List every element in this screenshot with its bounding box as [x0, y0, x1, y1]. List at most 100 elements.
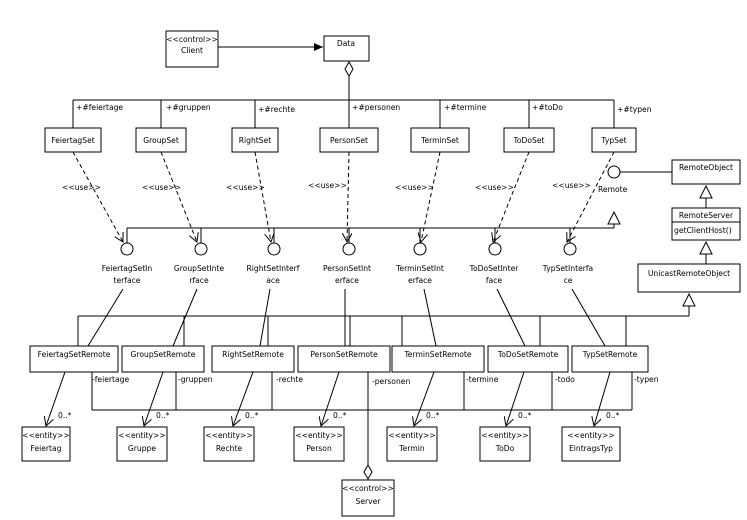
entity-assoc-todo [506, 371, 525, 426]
interface-typset[interactable] [563, 242, 577, 256]
interface-todoset[interactable] [488, 242, 502, 256]
class-typsetremote[interactable]: TypSetRemote [571, 345, 649, 373]
role-label-gruppen: +#gruppen [166, 103, 211, 112]
use-label-6: <<use>> [475, 183, 514, 192]
class-rightsetremote[interactable]: RightSetRemote [211, 345, 295, 373]
multiplicity-todo: 0..* [518, 411, 532, 420]
class-terminset[interactable]: TerminSet [410, 127, 470, 153]
entity-feiertag[interactable]: <<entity>> Feiertag [21, 426, 71, 462]
remote-role-gruppen: -gruppen [178, 375, 213, 384]
entity-eintragstyp[interactable]: <<entity>> EintragsTyp [561, 426, 621, 462]
entity-rechte[interactable]: <<entity>> Rechte [203, 426, 255, 462]
interface-todoset-label-1: ToDoSetInter [469, 264, 520, 273]
entity-person-name: Person [306, 444, 332, 453]
class-rightset[interactable]: RightSet [231, 127, 279, 153]
class-typset[interactable]: TypSet [591, 127, 637, 153]
class-todosetremote[interactable]: ToDoSetRemote [487, 345, 569, 373]
class-feiertagsetremote[interactable]: FeiertagSetRemote [29, 345, 119, 373]
class-remoteobject-name: RemoteObject [679, 163, 733, 172]
entity-todo-stereotype: <<entity>> [481, 431, 529, 440]
realization-todo [496, 288, 526, 347]
realization-termin [423, 288, 437, 347]
remote-interface-label: Remote [598, 185, 628, 194]
class-rightsetremote-name: RightSetRemote [222, 350, 284, 359]
entity-todo-name: ToDo [495, 444, 515, 453]
remote-role-todo: -todo [555, 375, 575, 384]
class-remoteserver[interactable]: RemoteServer getClientHost() [671, 207, 741, 241]
class-unicastremoteobject[interactable]: UnicastRemoteObject [637, 263, 741, 293]
interface-todoset-label-2: face [486, 276, 503, 285]
use-label-7: <<use>> [552, 181, 591, 190]
use-label-1: <<use>> [62, 183, 101, 192]
class-personsetremote[interactable]: PersonSetRemote [297, 345, 391, 373]
interface-terminset[interactable] [413, 242, 427, 256]
interface-terminset-label-2: erface [408, 276, 432, 285]
interface-typset-label-2: ce [564, 276, 573, 285]
interface-groupset-label-2: rface [189, 276, 209, 285]
remote-role-typen: -typen [634, 375, 659, 384]
class-todoset[interactable]: ToDoSet [503, 127, 555, 153]
interface-feiertagset[interactable] [120, 242, 134, 256]
entity-rechte-stereotype: <<entity>> [205, 431, 253, 440]
entity-gruppe-stereotype: <<entity>> [118, 431, 166, 440]
role-label-feiertage: +#feiertage [76, 103, 123, 112]
realization-right [259, 288, 271, 347]
entity-todo[interactable]: <<entity>> ToDo [479, 426, 531, 462]
role-label-termine: +#termine [444, 103, 487, 112]
data-aggregation-diamond [344, 60, 354, 78]
server-class[interactable]: <<control>> Server [341, 479, 395, 517]
multiplicity-feiertag: 0..* [58, 411, 72, 420]
interface-rightset-label-1: RightSetInterf [247, 264, 300, 273]
multiplicity-gruppe: 0..* [156, 411, 170, 420]
use-label-3: <<use>> [226, 183, 265, 192]
class-groupset-name: GroupSet [143, 136, 179, 145]
class-remoteobject[interactable]: RemoteObject [671, 159, 741, 185]
entity-assoc-gruppe [144, 371, 164, 426]
remote-role-personen: -personen [372, 377, 410, 386]
use-dependency-person [347, 151, 349, 242]
interface-personset-label-1: PersonSetInt [323, 264, 371, 273]
class-remoteserver-name: RemoteServer [679, 211, 734, 220]
class-feiertagset[interactable]: FeiertagSet [44, 127, 102, 153]
interface-personset[interactable] [342, 242, 356, 256]
class-personset[interactable]: PersonSet [319, 127, 379, 153]
entity-gruppe-name: Gruppe [128, 444, 156, 453]
role-label-rechte: +#rechte [258, 105, 295, 114]
multiplicity-termin: 0..* [426, 411, 440, 420]
class-todosetremote-name: ToDoSetRemote [497, 350, 559, 359]
entity-termin-name: Termin [398, 444, 425, 453]
entity-termin[interactable]: <<entity>> Termin [386, 426, 438, 462]
entity-assoc-rechte [233, 371, 254, 426]
class-groupsetremote[interactable]: GroupSetRemote [121, 345, 205, 373]
entity-assoc-person [321, 371, 340, 426]
class-terminsetremote[interactable]: TerminSetRemote [391, 345, 485, 373]
entity-person[interactable]: <<entity>> Person [293, 426, 345, 462]
interface-groupset-label-1: GroupSetInte [174, 264, 225, 273]
entity-person-stereotype: <<entity>> [295, 431, 343, 440]
remoteserver-generalization-triangle [699, 184, 713, 199]
class-groupset[interactable]: GroupSet [135, 127, 187, 153]
interface-groupset[interactable] [194, 242, 208, 256]
class-typset-name: TypSet [600, 136, 626, 145]
entity-gruppe[interactable]: <<entity>> Gruppe [116, 426, 168, 462]
entity-assoc-feiertag [46, 371, 66, 426]
role-label-typen: +#typen [617, 105, 652, 114]
client-class[interactable]: <<control>> Client [165, 30, 219, 68]
use-dependency-typ [567, 151, 615, 242]
multiplicity-rechte: 0..* [245, 411, 259, 420]
interfaces-generalization-triangle [607, 210, 621, 225]
interface-rightset[interactable] [267, 242, 281, 256]
use-dependency-group [160, 151, 197, 242]
client-name: Client [181, 46, 203, 55]
entity-termin-stereotype: <<entity>> [388, 431, 436, 440]
use-label-4: <<use>> [308, 181, 347, 190]
class-groupsetremote-name: GroupSetRemote [131, 350, 196, 359]
remote-role-rechte: -rechte [276, 375, 303, 384]
class-personsetremote-name: PersonSetRemote [310, 350, 378, 359]
interface-typset-label-1: TypSetInterfa [542, 264, 593, 273]
use-label-5: <<use>> [395, 183, 434, 192]
entity-eintragstyp-name: EintragsTyp [569, 444, 613, 453]
entity-rechte-name: Rechte [216, 444, 243, 453]
data-class[interactable]: Data [323, 35, 370, 62]
